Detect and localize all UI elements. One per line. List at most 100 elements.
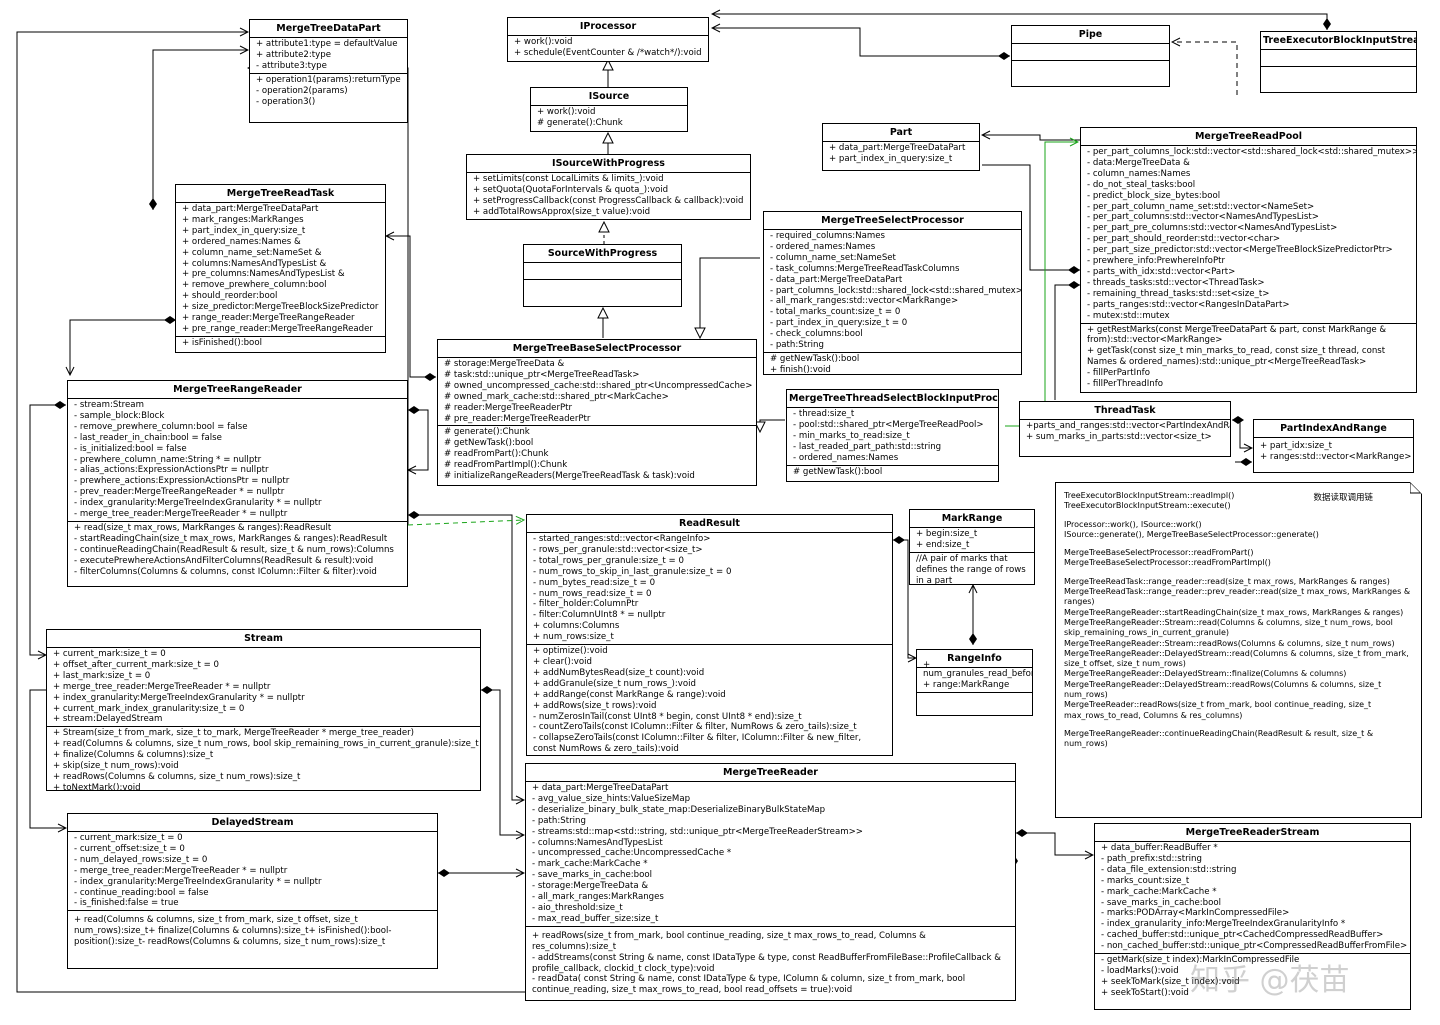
attributes-section: - per_part_columns_lock:std::vector<std:… [1081, 146, 1416, 324]
class-iprocessor[interactable]: IProcessor + work():void + schedule(Even… [507, 17, 709, 62]
class-name: Pipe [1012, 26, 1169, 44]
class-isource-with-progress[interactable]: ISourceWithProgress + setLimits(const Lo… [466, 154, 751, 220]
attribute: - save_marks_in_cache:bool [532, 870, 653, 881]
note-fold-corner [1410, 482, 1422, 494]
class-name: MergeTreeDataPart [250, 20, 407, 38]
attribute: - num_rows_to_skip_in_last_granule:size_… [533, 566, 732, 577]
class-source-with-progress[interactable]: SourceWithProgress [523, 244, 682, 307]
attribute: - per_part_pre_columns:std::vector<Names… [1087, 223, 1338, 234]
attribute: + part_index_in_query:size_t [829, 153, 953, 164]
operation: + addRows(size_t rows):void [533, 700, 657, 711]
operation: # getNewTask():bool [444, 438, 534, 449]
operation: + readRows(Columns & columns, size_t num… [53, 771, 301, 782]
attribute: + schedule(EventCounter & /*watch*/):voi… [514, 47, 702, 58]
class-merge-tree-range-reader[interactable]: MergeTreeRangeReader - stream:Stream - s… [67, 380, 408, 587]
operation: - continueReadingChain(ReadResult & resu… [74, 544, 394, 555]
operation: - fillPerPartInfo [1087, 368, 1150, 379]
attributes-section: + begin:size_t + end:size_t [910, 528, 1034, 553]
attribute: - stream:Stream [74, 400, 144, 410]
operation: + getTask(const size_t min_marks_to_read… [1087, 346, 1386, 368]
attribute: - parts_with_idx:std::vector<Part> [1087, 266, 1236, 277]
class-name: MergeTreeReaderStream [1095, 824, 1410, 842]
class-range-info[interactable]: RangeInfo num_granules_read_before_start… [916, 649, 1033, 716]
class-merge-tree-select-processor[interactable]: MergeTreeSelectProcessor - required_colu… [763, 211, 1022, 375]
attribute: - alias_actions:ExpressionActionsPtr = n… [74, 465, 269, 476]
class-name: ThreadTask [1020, 402, 1230, 420]
class-isource[interactable]: ISource + work():void # generate():Chunk [530, 87, 688, 132]
operation: + seekToMark(size_t index):void [1101, 976, 1240, 987]
class-merge-tree-read-task[interactable]: MergeTreeReadTask + data_part:MergeTreeD… [175, 184, 386, 353]
attribute: - merge_tree_reader:MergeTreeReader * = … [74, 865, 288, 876]
attribute: + setProgressCallback(const ProgressCall… [473, 195, 744, 206]
attributes-section: + data_part:MergeTreeDataPart + mark_ran… [176, 203, 385, 337]
attribute: + end:size_t [916, 539, 970, 550]
attribute: + part_index_in_query:size_t [182, 225, 306, 236]
attribute: - pool:std::shared_ptr<MergeTreeReadPool… [793, 419, 984, 430]
attribute: + stream:DelayedStream [53, 714, 163, 725]
operation: - operation3() [256, 96, 316, 107]
class-part-index-and-range[interactable]: PartIndexAndRange + part_idx:size_t + ra… [1253, 419, 1414, 473]
class-delayed-stream[interactable]: DelayedStream - current_mark:size_t = 0 … [67, 813, 438, 969]
attribute: - part_index_in_query:size_t = 0 [770, 318, 908, 329]
attributes-section [1012, 44, 1169, 61]
attribute: - marks:PODArray<MarkInCompressedFile> [1101, 908, 1290, 919]
attribute: - per_part_column_name_set:std::vector<N… [1087, 201, 1315, 212]
attribute: - required_columns:Names [770, 231, 885, 241]
class-merge-tree-reader[interactable]: MergeTreeReader + data_part:MergeTreeDat… [525, 763, 1016, 1001]
attribute: - uncompressed_cache:UncompressedCache * [532, 848, 732, 859]
attribute: - data_part:MergeTreeDataPart [770, 274, 903, 285]
note-gap [1064, 569, 1413, 577]
class-mark-range[interactable]: MarkRange + begin:size_t + end:size_t //… [909, 509, 1035, 585]
class-name: MergeTreeBaseSelectProcessor [438, 340, 756, 358]
class-pipe[interactable]: Pipe [1011, 25, 1170, 87]
attribute: - merge_tree_reader:MergeTreeReader * = … [74, 509, 288, 520]
note-line: MergeTreeReader::readRows(size_t from_ma… [1064, 700, 1372, 720]
operation: - loadMarks():void [1101, 965, 1179, 976]
class-tree-executor-block-input-stream[interactable]: TreeExecutorBlockInputStream [1260, 31, 1417, 93]
operation: + finish():void [770, 364, 831, 375]
attribute: - cached_buffer:std::unique_ptr<CachedCo… [1101, 930, 1384, 941]
attribute: + current_mark_index_granularity:size_t … [53, 703, 245, 714]
attribute: - total_marks_count:size_t = 0 [770, 307, 901, 318]
class-name: PartIndexAndRange [1254, 420, 1413, 438]
operations-section [1012, 61, 1169, 63]
attribute: - num_rows_read:size_t = 0 [533, 588, 652, 599]
operation: - countZeroTails(const IColumn::Filter &… [533, 722, 857, 733]
attribute: - per_part_columns:std::vector<NamesAndT… [1087, 212, 1319, 223]
attribute: + sum_marks_in_parts:std::vector<size_t> [1026, 431, 1212, 442]
class-thread-task[interactable]: ThreadTask +parts_and_ranges:std::vector… [1019, 401, 1231, 457]
operation: + readRows(size_t from_mark, bool contin… [532, 930, 926, 952]
attribute: - current_offset:size_t = 0 [74, 843, 185, 854]
attribute: + addTotalRowsApprox(size_t value):void [473, 206, 651, 217]
operation: + toNextMark():void [53, 782, 141, 791]
operation: # getNewTask():bool [770, 353, 860, 364]
class-read-result[interactable]: ReadResult - started_ranges:std::vector<… [526, 514, 893, 756]
attribute: num_granules_read_before_start:size_t [923, 669, 1032, 679]
class-merge-tree-thread-select-block-input-processor[interactable]: MergeTreeThreadSelectBlockInputProcessor… [786, 389, 999, 482]
attributes-section: - stream:Stream - sample_block:Block - r… [68, 399, 407, 522]
attribute: # generate():Chunk [537, 117, 623, 128]
attribute: - path:String [532, 815, 586, 826]
class-name: SourceWithProgress [524, 245, 681, 263]
attribute: + data_part:MergeTreeDataPart [532, 783, 669, 793]
class-part[interactable]: Part + data_part:MergeTreeDataPart + par… [822, 123, 980, 171]
attribute: + ordered_names:Names & [182, 236, 301, 247]
attribute: # reader:MergeTreeReaderPtr [444, 402, 573, 413]
attributes-section [524, 263, 681, 280]
class-stream[interactable]: Stream + current_mark:size_t = 0 + offse… [46, 629, 481, 791]
operation: + skip(size_t num_rows):void [53, 761, 179, 772]
class-merge-tree-base-select-processor[interactable]: MergeTreeBaseSelectProcessor # storage:M… [437, 339, 757, 486]
attribute: # task:std::unique_ptr<MergeTreeReadTask… [444, 369, 640, 380]
attribute: - index_granularity_info:MergeTreeIndexG… [1101, 919, 1346, 930]
attribute: - check_columns:bool [770, 329, 863, 340]
note-gap [1064, 721, 1413, 729]
operation: + addNumBytesRead(size_t count):void [533, 667, 705, 678]
class-merge-tree-read-pool[interactable]: MergeTreeReadPool - per_part_columns_loc… [1080, 127, 1417, 393]
class-merge-tree-data-part[interactable]: MergeTreeDataPart + attribute1:type = de… [249, 19, 408, 123]
attribute: + should_reorder:bool [182, 291, 278, 302]
class-merge-tree-reader-stream[interactable]: MergeTreeReaderStream + data_buffer:Read… [1094, 823, 1411, 1010]
attributes-section: + attribute1:type = defaultValue + attri… [250, 38, 407, 74]
note-line: TreeExecutorBlockInputStream::readImpl() [1064, 491, 1235, 500]
attribute: - non_cached_buffer:std::unique_ptr<Comp… [1101, 941, 1408, 952]
